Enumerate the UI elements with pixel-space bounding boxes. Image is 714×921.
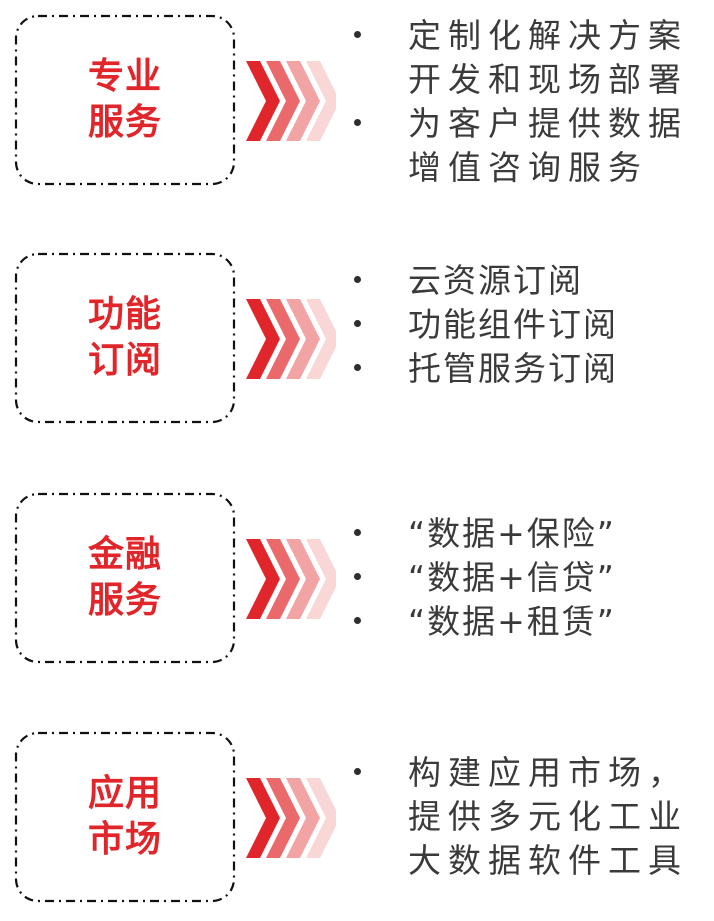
chevron-arrows-icon [246, 61, 336, 141]
bullet-item: 为客户提供数据 增值咨询服务 [346, 102, 688, 190]
bullet-item: “数据+信贷” [346, 556, 616, 600]
bullet-item: 功能组件订阅 [346, 303, 618, 347]
category-title: 金融 服务 [87, 534, 162, 621]
bullet-dot-icon [354, 529, 361, 536]
bullet-item: 定制化解决方案 开发和现场部署 [346, 14, 688, 102]
bullet-item: 托管服务订阅 [346, 347, 618, 391]
bullet-item: 云资源订阅 [346, 259, 618, 303]
bullet-list: 云资源订阅 功能组件订阅 托管服务订阅 [346, 259, 618, 391]
bullet-item: 构建应用市场， 提供多元化工业 大数据软件工具 [346, 751, 688, 883]
bullet-dot-icon [354, 768, 361, 775]
category-title: 功能 订阅 [87, 294, 162, 381]
dash-dot-frame [14, 731, 236, 903]
category-box: 金融 服务 [14, 492, 236, 664]
bullet-dot-icon [354, 119, 361, 126]
category-box: 应用 市场 [14, 731, 236, 903]
bullet-item: “数据+租赁” [346, 600, 616, 644]
bullet-dot-icon [354, 276, 361, 283]
bullet-dot-icon [354, 617, 361, 624]
bullet-dot-icon [354, 364, 361, 371]
section-professional-services: 专业 服务 定制化解决方案 开发和现场部署 为客户提供数据 增值咨询服务 [0, 14, 714, 204]
bullet-list: 定制化解决方案 开发和现场部署 为客户提供数据 增值咨询服务 [346, 14, 688, 190]
category-box: 功能 订阅 [14, 252, 236, 424]
section-financial-services: 金融 服务 “数据+保险” “数据+信贷” “数据+租赁” [0, 492, 714, 682]
bullet-list: 构建应用市场， 提供多元化工业 大数据软件工具 [346, 751, 688, 883]
dash-dot-frame [14, 14, 236, 186]
dash-dot-frame [14, 252, 236, 424]
bullet-dot-icon [354, 573, 361, 580]
category-box: 专业 服务 [14, 14, 236, 186]
category-title: 应用 市场 [87, 773, 162, 860]
dash-dot-frame [14, 492, 236, 664]
bullet-dot-icon [354, 320, 361, 327]
bullet-list: “数据+保险” “数据+信贷” “数据+租赁” [346, 512, 616, 644]
chevron-arrows-icon [246, 539, 336, 619]
bullet-dot-icon [354, 31, 361, 38]
chevron-arrows-icon [246, 299, 336, 379]
category-title: 专业 服务 [87, 56, 162, 143]
chevron-arrows-icon [246, 778, 336, 858]
section-application-market: 应用 市场 构建应用市场， 提供多元化工业 大数据软件工具 [0, 731, 714, 921]
section-function-subscription: 功能 订阅 云资源订阅 功能组件订阅 托管服务订阅 [0, 252, 714, 442]
bullet-item: “数据+保险” [346, 512, 616, 556]
